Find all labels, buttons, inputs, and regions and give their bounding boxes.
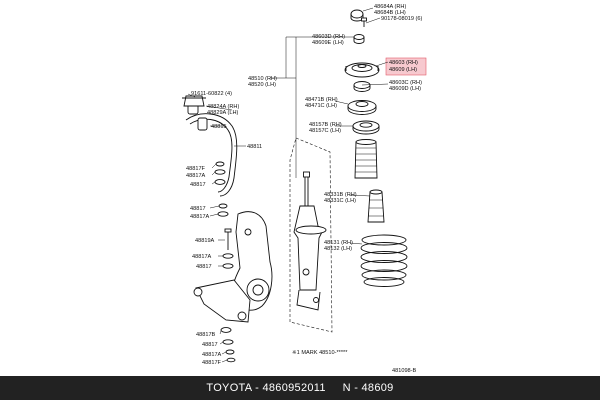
label-48817f-2: 48817F [202,360,222,366]
label-48819a: 48819A [195,238,215,244]
bearing [353,81,371,92]
label-48817-2: 48817 [190,206,206,212]
label-48471c: 48471C (LH) [305,103,337,109]
bump-stopper [367,189,385,223]
label-48131: 48131 (RH) [324,240,353,246]
stabilizer-bracket [182,95,206,107]
label-90178: 90178-08019 (6) [381,16,423,22]
label-48331b: 48331B (RH) [324,192,357,198]
label-48817-4: 48817 [202,342,218,348]
label-48603d: 48603D (RH) [312,34,345,40]
label-48132: 48132 (LH) [324,246,352,252]
footer-text: TOYOTA - 4860952011 N - 48609 [206,382,394,394]
label-48817a: 48817A [186,173,206,179]
footer-bar: TOYOTA - 4860952011 N - 48609 [0,376,600,400]
nut [353,34,365,44]
label-48817a-4: 48817A [202,352,222,358]
coil-spring [360,234,408,287]
dust-cap [350,9,364,22]
label-91611: 91611-60822 (4) [191,91,232,97]
assembly-outline [289,137,333,333]
bolt-small [361,17,367,27]
label-48510: 48510 (RH) [248,76,277,82]
mark-note: ※1 MARK 48510-***** [292,349,348,356]
label-48684b: 48684B (LH) [374,10,406,16]
label-48817: 48817 [190,182,206,188]
label-48609e: 48609E (LH) [312,40,344,46]
part-labels: 48684A (RH) 48684B (LH) 90178-08019 (6) … [186,4,423,374]
diagram-id: 481098-B [392,368,417,374]
label-48817-3: 48817 [196,264,212,270]
label-48520: 48520 (LH) [248,82,276,88]
label-48331c: 48331C (LH) [324,198,356,204]
parts-diagram: 48684A (RH) 48684B (LH) 90178-08019 (6) … [182,4,427,374]
label-48824a: 48824A (RH) [207,104,239,110]
label-48603c: 48603C (RH) [389,80,422,86]
strut-support-mount [344,62,380,78]
label-48157b: 48157B (RH) [309,122,342,128]
label-48817f: 48817F [186,166,206,172]
dust-boot [354,139,378,179]
label-48811: 48811 [247,144,262,150]
label-48157c: 48157C (LH) [309,128,341,134]
leader-lines [187,7,389,363]
spring-insulator [352,120,380,135]
label-48603: 48603 (RH) [389,60,418,66]
upper-spring-seat [347,100,377,115]
label-48817a-2: 48817A [190,214,210,220]
label-48609: 48609 (LH) [389,67,417,73]
label-48609d: 48609D (LH) [389,86,421,92]
label-48817a-3: 48817A [192,254,212,260]
label-48829a: 48829A (LH) [207,110,239,116]
shock-absorber [293,171,327,311]
label-48684a: 48684A (RH) [374,4,406,10]
stabilizer-link-bolt [222,228,234,269]
label-48817b: 48817B [196,332,216,338]
label-48815: 48815 [211,124,227,130]
label-48471b: 48471B (RH) [305,97,338,103]
selected-part-highlight [385,57,427,76]
lower-control-arm [193,279,251,323]
